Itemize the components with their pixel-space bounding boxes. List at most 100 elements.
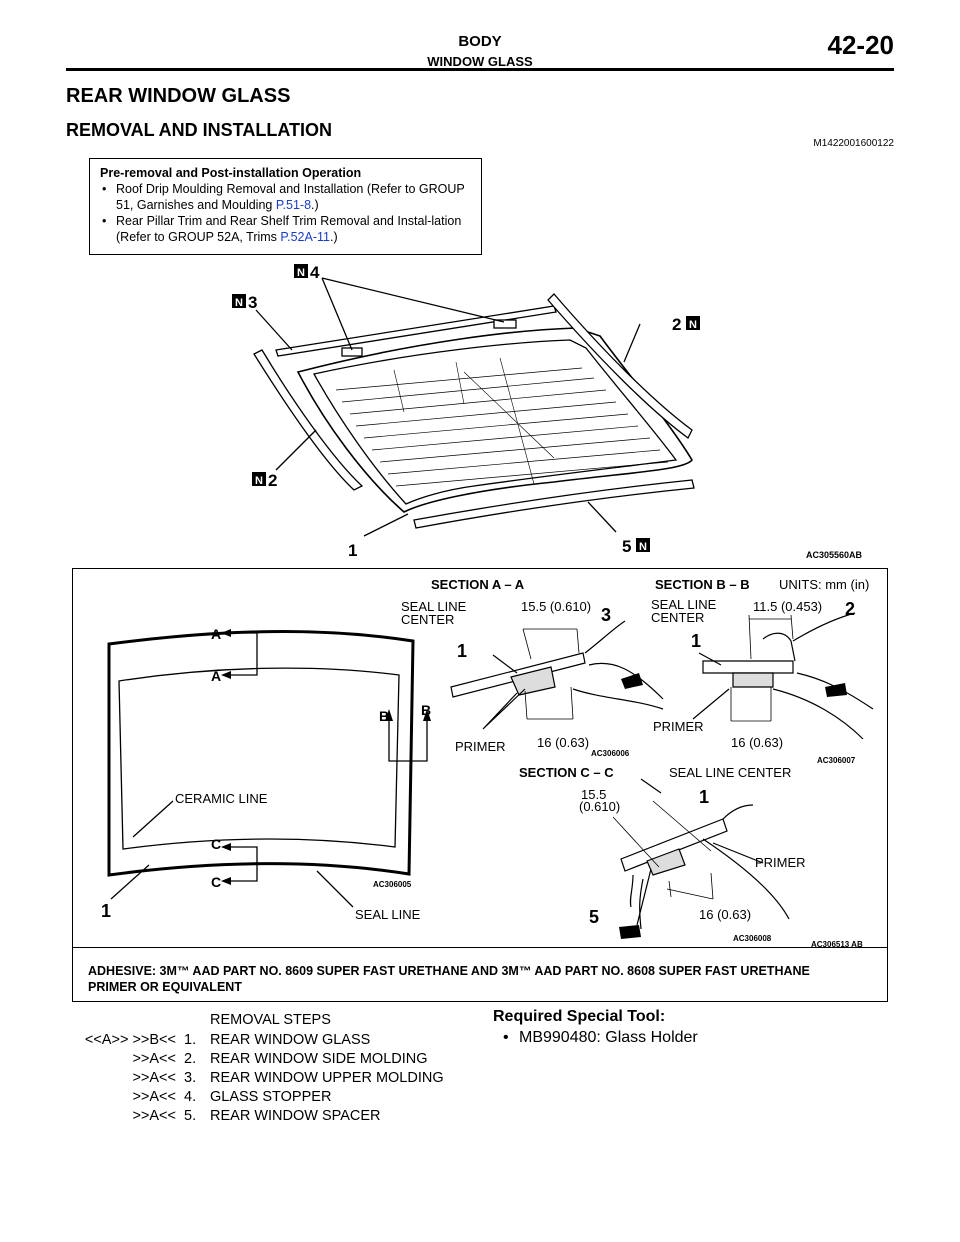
section-marker-b-right: B xyxy=(421,702,431,718)
callout-labels: N 4 N 3 2 N N 2 1 5 N AC305560AB xyxy=(232,263,863,560)
new-part-mark: N xyxy=(235,297,243,309)
new-part-mark: N xyxy=(297,267,305,279)
section-a-seal-line: SEAL LINE xyxy=(401,599,467,614)
section-marker-a-top: A xyxy=(211,626,221,642)
section-views-figure: A A B B C C 1 CERAMIC LINE SEAL LINE AC3… xyxy=(101,577,874,949)
section-a-callout-1: 1 xyxy=(457,641,467,661)
callout-3: 3 xyxy=(248,293,257,312)
section-a-drawing xyxy=(450,620,664,730)
section-c-drawing xyxy=(612,778,790,930)
new-part-mark: N xyxy=(255,475,263,487)
section-c-dim-top-2: (0.610) xyxy=(579,799,620,814)
section-b-callout-1: 1 xyxy=(691,631,701,651)
section-c-dim-bottom: 16 (0.63) xyxy=(699,907,751,922)
units-label: UNITS: mm (in) xyxy=(779,577,869,592)
section-c-tool-icon xyxy=(619,925,641,939)
header-rule xyxy=(66,68,894,71)
box-divider xyxy=(73,947,887,948)
section-b-center: CENTER xyxy=(651,610,704,625)
section-b-id: AC306007 xyxy=(817,756,856,765)
reference-link[interactable]: P.52A-11 xyxy=(280,230,330,244)
step-label: REAR WINDOW UPPER MOLDING xyxy=(210,1070,444,1086)
pre-removal-item: Rear Pillar Trim and Rear Shelf Trim Rem… xyxy=(100,213,471,245)
header-subtitle: WINDOW GLASS xyxy=(427,54,533,69)
step-number: 1. xyxy=(184,1032,197,1048)
step-label: REAR WINDOW SPACER xyxy=(210,1108,381,1124)
section-c-seal-line-center: SEAL LINE CENTER xyxy=(669,765,791,780)
new-part-mark-icon xyxy=(686,316,700,330)
section-title: REAR WINDOW GLASS xyxy=(66,85,291,107)
section-c-callout-5: 5 xyxy=(589,907,599,927)
section-a-id: AC306006 xyxy=(591,749,630,758)
section-marker-c-bottom: C xyxy=(211,874,221,890)
section-a-title: SECTION A – A xyxy=(431,577,525,592)
callout-5: 5 xyxy=(622,537,631,556)
figure-id: AC305560AB xyxy=(806,550,863,560)
section-c-title: SECTION C – C xyxy=(519,765,614,780)
section-arrow-icons xyxy=(221,629,431,885)
section-c-dim-top-1: 15.5 xyxy=(581,787,606,802)
ceramic-line-label: CERAMIC LINE xyxy=(175,791,268,806)
step-procedure-marker: >>A<< xyxy=(132,1070,176,1086)
new-part-mark-icon xyxy=(636,538,650,552)
section-a-dim-top: 15.5 (0.610) xyxy=(521,599,591,614)
section-b-dim-bottom: 16 (0.63) xyxy=(731,735,783,750)
new-part-mark-icon xyxy=(294,264,308,278)
step-procedure-marker: >>A<< xyxy=(132,1051,176,1067)
section-a-dim-bottom: 16 (0.63) xyxy=(537,735,589,750)
callout-1: 1 xyxy=(348,541,357,560)
section-marker-a-bottom: A xyxy=(211,668,221,684)
callout-2-left: 2 xyxy=(268,471,277,490)
new-part-mark-icon xyxy=(252,472,266,486)
new-part-mark: N xyxy=(689,319,697,331)
step-number: 4. xyxy=(184,1089,197,1105)
special-tool-title: Required Special Tool: xyxy=(493,1008,666,1025)
section-c-primer: PRIMER xyxy=(755,855,806,870)
section-c-id: AC306008 xyxy=(733,934,772,943)
pre-removal-item-text: Rear Pillar Trim and Rear Shelf Trim Rem… xyxy=(116,214,462,244)
new-part-mark: N xyxy=(639,541,647,553)
pre-removal-item-tail: .) xyxy=(311,198,319,212)
callout-2-right: 2 xyxy=(672,315,681,334)
section-figure-box: A A B B C C 1 CERAMIC LINE SEAL LINE AC3… xyxy=(72,568,888,1002)
glass-view-id: AC306005 xyxy=(373,880,412,889)
section-a-center: CENTER xyxy=(401,612,454,627)
pre-removal-item-tail: .) xyxy=(330,230,338,244)
section-a-callout-3: 3 xyxy=(601,605,611,625)
figure2-id: AC306513 AB xyxy=(811,940,863,949)
pre-removal-title: Pre-removal and Post-installation Operat… xyxy=(100,166,362,180)
pre-removal-item: Roof Drip Moulding Removal and Installat… xyxy=(100,181,471,213)
seal-line-label: SEAL LINE xyxy=(355,907,421,922)
step-number: 2. xyxy=(184,1051,197,1067)
special-tool-item: MB990480: Glass Holder xyxy=(493,1029,698,1047)
section-marker-c-top: C xyxy=(211,836,221,852)
reference-link[interactable]: P.51-8 xyxy=(275,198,312,212)
section-marker-b-left: B xyxy=(379,708,389,724)
step-number: 5. xyxy=(184,1108,197,1124)
section-c-callout-1: 1 xyxy=(699,787,709,807)
callout-4: 4 xyxy=(310,263,320,282)
glass-callout-1: 1 xyxy=(101,901,111,921)
section-b-callout-2: 2 xyxy=(845,599,855,619)
pre-removal-box: Pre-removal and Post-installation Operat… xyxy=(89,158,482,255)
step-label: REAR WINDOW SIDE MOLDING xyxy=(210,1051,428,1067)
section-a-tool-icon xyxy=(621,673,643,689)
rear-window-exploded-figure: N 4 N 3 2 N N 2 1 5 N AC305560AB xyxy=(232,263,863,560)
step-label: REAR WINDOW GLASS xyxy=(210,1032,371,1048)
section-b-dim-top: 11.5 (0.453) xyxy=(753,599,822,614)
pre-removal-item-text: Roof Drip Moulding Removal and Installat… xyxy=(116,182,465,212)
step-procedure-marker: >>A<< xyxy=(132,1089,176,1105)
page-number: 42-20 xyxy=(827,30,895,60)
step-procedure-marker: >>A<< xyxy=(132,1108,176,1124)
header-title: BODY xyxy=(458,33,502,50)
section-b-primer: PRIMER xyxy=(653,719,704,734)
subsection-title: REMOVAL AND INSTALLATION xyxy=(66,120,332,140)
new-part-mark-icon xyxy=(232,294,246,308)
adhesive-note: ADHESIVE: 3M™ AAD PART NO. 8609 SUPER FA… xyxy=(88,964,810,994)
special-tool: Required Special Tool: MB990480: Glass H… xyxy=(493,1008,698,1047)
step-procedure-marker: <<A>> >>B<< xyxy=(84,1032,176,1048)
section-a-primer: PRIMER xyxy=(455,739,506,754)
section-b-tool-icon xyxy=(825,683,847,697)
step-label: GLASS STOPPER xyxy=(210,1089,332,1105)
step-number: 3. xyxy=(184,1070,197,1086)
